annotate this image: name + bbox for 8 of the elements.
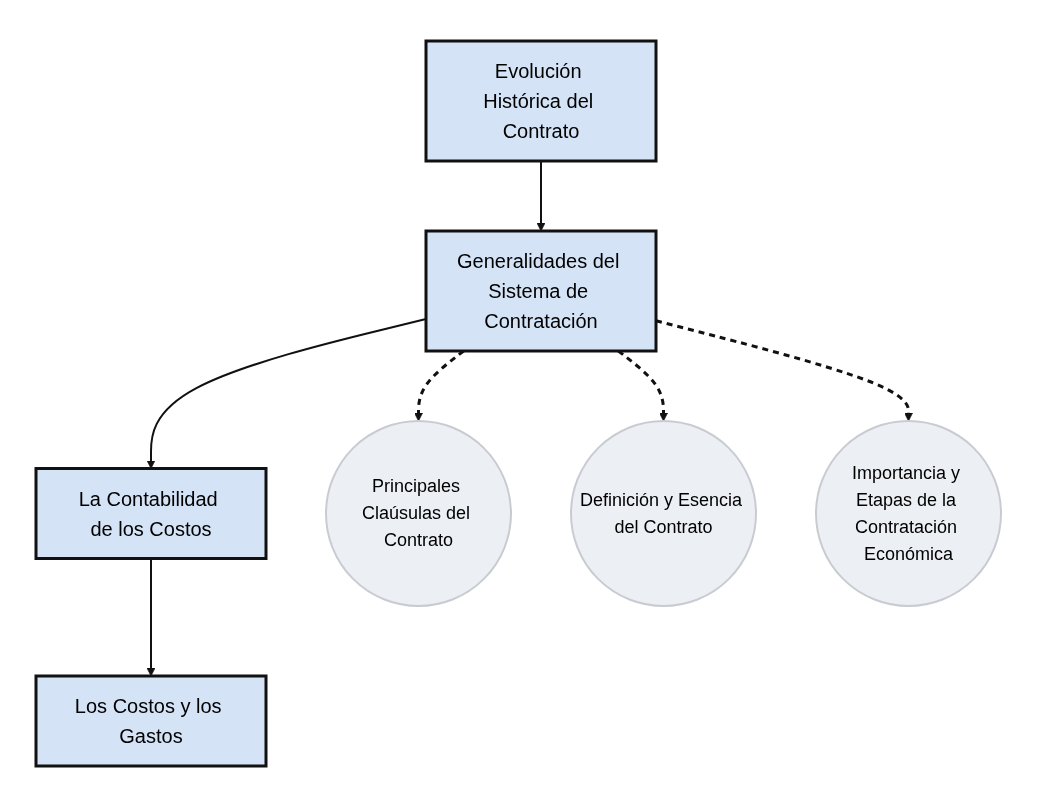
arrow [146, 318, 427, 469]
node-box: Evolución Histórica del Contrato [424, 39, 658, 163]
node-box: La Contabilidad de los Costos [34, 467, 268, 560]
node-circle: Principales Claúsulas del Contrato [325, 420, 512, 607]
node-box: Los Costos y los Gastos [34, 674, 268, 768]
node-box: Generalidades del Sistema de Contratación [424, 229, 658, 353]
node-circle: Definición y Esencia del Contrato [570, 420, 757, 607]
node-circle: Importancia y Etapas de la Contratación Económica [815, 420, 1002, 607]
